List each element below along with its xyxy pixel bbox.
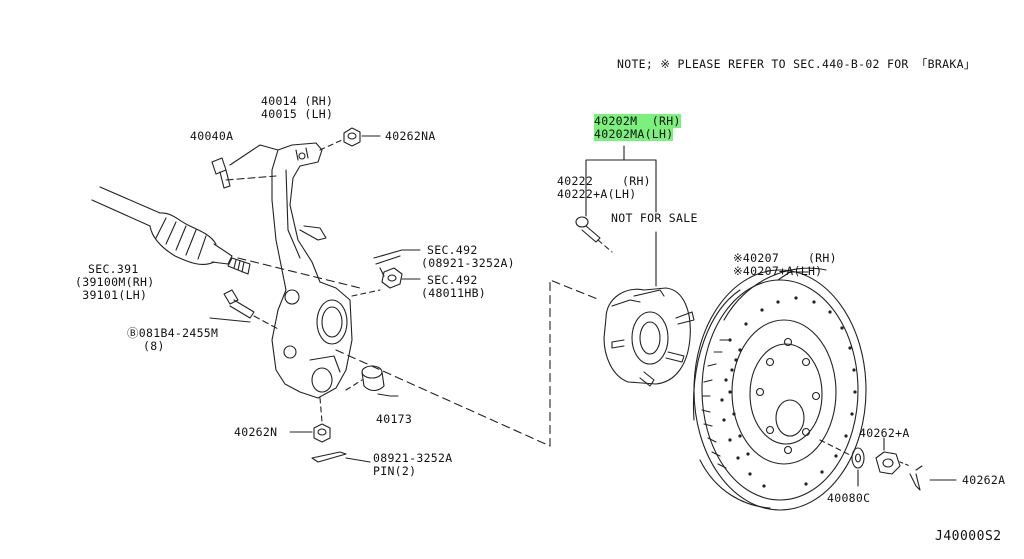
- pin-40262a: [909, 465, 923, 491]
- label-40262a: 40262A: [962, 473, 1006, 487]
- diagram-reference-id: J40000S2: [935, 529, 1002, 544]
- bushing-40173: [361, 365, 385, 392]
- leader-081b4: [209, 317, 251, 323]
- highlight-hub-lh: 40202MA(LH): [594, 127, 674, 141]
- hub-assembly: [603, 287, 695, 387]
- nut-40262na: [343, 127, 361, 147]
- label-knuckle-rh: 40014 (RH): [261, 94, 334, 108]
- label-sec492-nut-sub: (48011HB): [421, 286, 487, 300]
- label-rotor-rh: ※40207 (RH): [733, 251, 837, 265]
- callout-hub: [585, 145, 657, 217]
- brake-rotor: [692, 267, 867, 511]
- pin-08921-lower: [311, 451, 347, 463]
- label-40262na: 40262NA: [385, 129, 436, 143]
- leader-rotor: [777, 271, 809, 281]
- label-40173: 40173: [376, 412, 413, 426]
- label-40040a: 40040A: [190, 129, 234, 143]
- castle-nut-sec492: [381, 267, 403, 289]
- label-sec391: SEC.391: [88, 262, 139, 276]
- nut-40262n: [313, 423, 331, 443]
- bolt-081b4: [223, 289, 255, 319]
- drive-shaft: [91, 186, 251, 275]
- label-sec492-pin: SEC.492: [427, 243, 478, 257]
- bolt-40040a: [211, 157, 231, 189]
- label-stud-lh: 40222+A(LH): [557, 187, 637, 201]
- label-sec492-pin-sub: (08921-3252A): [421, 256, 515, 270]
- label-081b4: Ⓑ081B4-2455M: [127, 326, 219, 340]
- label-081b4-qty: (8): [143, 339, 165, 353]
- label-pin-08921: 08921-3252A: [373, 451, 453, 465]
- label-sec492-nut: SEC.492: [427, 273, 478, 287]
- label-pin-qty: PIN(2): [373, 464, 417, 478]
- label-40080c: 40080C: [827, 491, 871, 505]
- diagram-note: NOTE; ※ PLEASE REFER TO SEC.440-B-02 FOR…: [617, 57, 976, 71]
- steering-knuckle: [271, 142, 353, 399]
- label-knuckle-lh: 40015 (LH): [261, 107, 334, 121]
- label-sec391-rh: (39100M(RH): [75, 275, 155, 289]
- leader-40040a: [229, 144, 279, 166]
- nut-40262plusa: [875, 451, 901, 475]
- label-hub-rh: 40202M (RH): [594, 114, 681, 128]
- label-40262plusa: 40262+A: [859, 426, 910, 440]
- label-rotor-lh: ※40207+A(LH): [733, 264, 823, 278]
- highlight-hub-rh: 40202M (RH): [594, 114, 681, 128]
- washer-40080c: [851, 447, 865, 469]
- wheel-stud-40222: [575, 216, 601, 243]
- cotter-pin-upper: [373, 249, 421, 259]
- label-not-for-sale: NOT FOR SALE: [611, 211, 698, 225]
- label-stud-rh: 40222 (RH): [557, 174, 651, 188]
- label-40262n: 40262N: [234, 425, 278, 439]
- label-hub-lh: 40202MA(LH): [594, 127, 674, 141]
- label-sec391-lh: 39101(LH): [75, 288, 148, 302]
